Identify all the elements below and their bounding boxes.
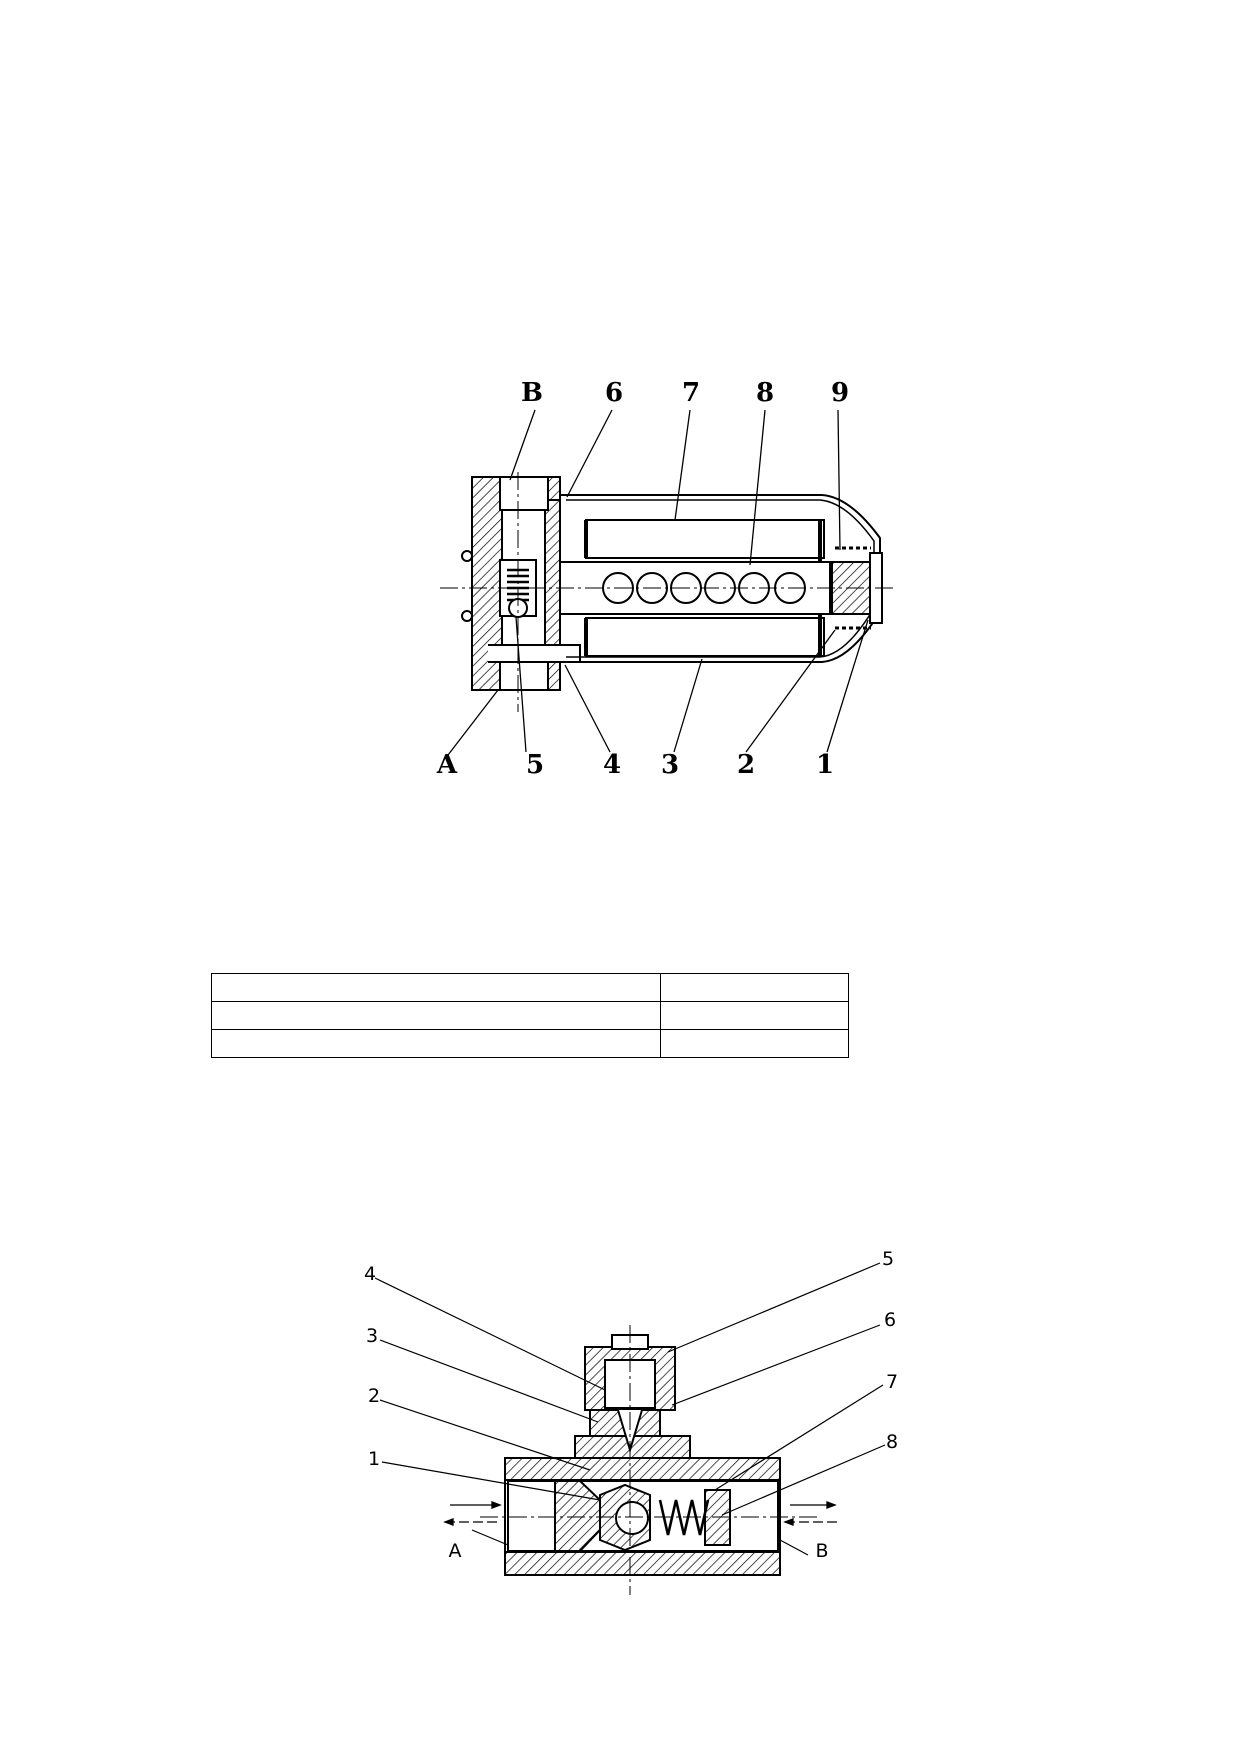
label-B: B [815, 1540, 828, 1562]
empty-table [211, 973, 849, 1058]
leader-lines [447, 409, 869, 756]
table-row [211, 1029, 849, 1058]
label-7: 7 [886, 1371, 898, 1393]
valve-cross-section-diagram: 4 3 2 1 A 5 6 7 8 B [364, 1248, 898, 1595]
label-5: 5 [882, 1248, 894, 1270]
label-7: 7 [682, 378, 700, 408]
label-3: 3 [366, 1325, 378, 1347]
table-cell [660, 1029, 849, 1058]
valve-centre-lines [480, 1325, 820, 1595]
label-A: A [436, 750, 458, 780]
table-cell [211, 973, 661, 1002]
table-cell [211, 1029, 661, 1058]
label-9: 9 [831, 378, 849, 408]
label-6: 6 [884, 1309, 896, 1331]
valve-leader-lines [374, 1262, 886, 1556]
label-4: 4 [603, 750, 621, 780]
table-cell [211, 1001, 661, 1030]
label-3: 3 [661, 750, 679, 780]
flow-arrows [443, 1501, 840, 1526]
table-cell [660, 1001, 849, 1030]
table-cell [660, 973, 849, 1002]
filter-cross-section-diagram: B 6 7 8 9 A 5 4 3 2 1 [436, 378, 895, 780]
filter-body-drawing [461, 476, 883, 691]
label-6: 6 [605, 378, 623, 408]
table-row [211, 973, 849, 1002]
label-A: A [449, 1540, 462, 1562]
centre-lines [440, 472, 895, 712]
label-8: 8 [756, 378, 774, 408]
table-row [211, 1001, 849, 1030]
label-1: 1 [816, 750, 834, 780]
label-2: 2 [737, 750, 755, 780]
label-5: 5 [526, 750, 544, 780]
label-B: B [521, 378, 543, 408]
label-4: 4 [364, 1263, 376, 1285]
label-8: 8 [886, 1431, 898, 1453]
label-1: 1 [368, 1448, 380, 1470]
label-2: 2 [368, 1385, 380, 1407]
